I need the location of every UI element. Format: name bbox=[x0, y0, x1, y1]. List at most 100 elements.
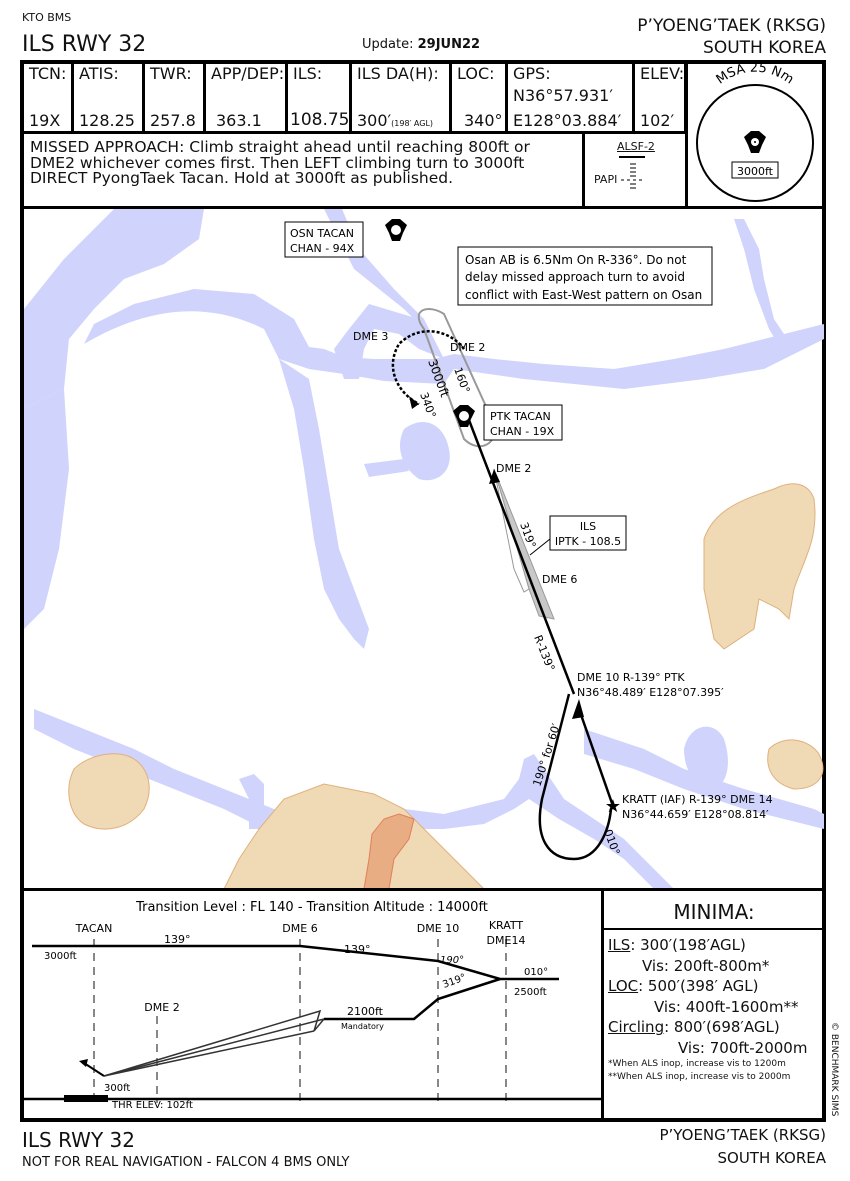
loc-minima: LOC: 500′(398′ AGL) bbox=[608, 976, 807, 997]
fix-dme6: DME 6 bbox=[282, 922, 317, 935]
gps-lat: N36°57.931′ bbox=[513, 86, 613, 105]
update-label: Update: bbox=[362, 37, 414, 52]
ptk-tacan-label: PTK TACAN bbox=[490, 410, 551, 423]
fix-kratt: KRATT bbox=[489, 919, 524, 932]
fix-dme14: DME14 bbox=[487, 934, 526, 947]
lighting-box: ALSF-2 PAPI bbox=[585, 134, 685, 206]
papi-label: PAPI bbox=[594, 173, 618, 186]
threshold-elevation: THR ELEV: 102ft bbox=[111, 1100, 193, 1111]
divider bbox=[685, 60, 688, 208]
app-dep-label: APP/DEP: bbox=[211, 64, 285, 83]
ils-box-ident: IPTK - 108.5 bbox=[555, 535, 621, 548]
ils-box-label: ILS bbox=[580, 520, 596, 533]
msa-circle: MSA 25 Nm 3000ft bbox=[696, 63, 814, 202]
transition-info: Transition Level : FL 140 - Transition A… bbox=[135, 900, 488, 915]
circling-minima-value: : 800′(698′AGL) bbox=[664, 1018, 780, 1036]
ils-vis: Vis: 200ft-800m* bbox=[642, 956, 770, 975]
fix-tacan: TACAN bbox=[75, 922, 113, 935]
osan-note-3: conflict with East-West pattern on Osan bbox=[465, 288, 702, 302]
twr-label: TWR: bbox=[150, 64, 192, 83]
chart-frame bbox=[20, 60, 826, 1122]
brand-label: KTO BMS bbox=[22, 11, 72, 24]
loc-value: 340° bbox=[464, 111, 503, 130]
dme6-label: DME 6 bbox=[542, 573, 577, 586]
ils-minima-label: ILS bbox=[608, 936, 631, 954]
msa-altitude: 3000ft bbox=[737, 165, 774, 178]
footer-title: ILS RWY 32 bbox=[22, 1128, 135, 1152]
atis-label: ATIS: bbox=[79, 64, 119, 83]
page-title: ILS RWY 32 bbox=[22, 32, 147, 57]
hold-outbound-label: 340° bbox=[417, 391, 438, 420]
loc-cell: LOC: 340° bbox=[452, 60, 508, 132]
localizer-feather bbox=[493, 468, 555, 620]
minima-list: ILS: 300′(198′AGL) Vis: 200ft-800m* LOC:… bbox=[608, 935, 807, 1084]
ils-minima: ILS: 300′(198′AGL) bbox=[608, 935, 807, 956]
divider bbox=[604, 928, 824, 930]
fix-dme10: DME 10 bbox=[417, 922, 459, 935]
papi-icon bbox=[621, 163, 645, 189]
course-319: 319° bbox=[441, 972, 467, 991]
profile-view: Transition Level : FL 140 - Transition A… bbox=[24, 900, 601, 1111]
msa-title: MSA 25 Nm bbox=[714, 63, 797, 88]
airport-name: P’YOENG’TAEK (RKSG) bbox=[637, 16, 826, 36]
circling-vis: Vis: 700ft-2000m bbox=[678, 1038, 808, 1057]
footer-country: SOUTH KOREA bbox=[717, 1149, 826, 1167]
alt-2100: 2100ft bbox=[347, 1005, 384, 1018]
circling-minima-label: Circling bbox=[608, 1018, 665, 1036]
footer-airport: P’YOENG’TAEK (RKSG) bbox=[659, 1126, 826, 1144]
missed-approach-text: MISSED APPROACH: Climb straight ahead un… bbox=[30, 138, 530, 187]
gps-cell: GPS: N36°57.931′ E128°03.884′ bbox=[508, 60, 635, 132]
plan-view-map: ★ OSN TACAN CHAN - 94X Osan AB is 6.5Nm … bbox=[24, 209, 824, 889]
missed-line-1: MISSED APPROACH: Climb straight ahead un… bbox=[30, 138, 530, 156]
gps-label: GPS: bbox=[513, 64, 551, 83]
ils-minima-value: : 300′(198′AGL) bbox=[630, 936, 746, 954]
elev-value: 102′ bbox=[640, 111, 675, 130]
twr-cell: TWR: 257.8 bbox=[145, 60, 206, 132]
approach-track bbox=[462, 406, 616, 861]
ils-cell: ILS: 108.75 bbox=[288, 60, 352, 132]
profile-path bbox=[24, 944, 601, 1101]
tacan-icon bbox=[744, 131, 766, 153]
dme2-label: DME 2 bbox=[496, 462, 531, 475]
copyright: © BENCHMARK SIMS bbox=[829, 1022, 839, 1117]
minima-title: MINIMA: bbox=[673, 900, 755, 924]
minima-note-1: *When ALS inop, increase vis to 1200m bbox=[608, 1059, 786, 1069]
dme3-label: DME 3 bbox=[353, 330, 388, 343]
terrain-features bbox=[68, 483, 824, 889]
ptk-tacan-chan: CHAN - 19X bbox=[490, 425, 555, 438]
divider bbox=[24, 888, 826, 891]
missed-line-3: DIRECT PyongTaek Tacan. Hold at 3000ft a… bbox=[30, 169, 454, 187]
kratt-coords: N36°44.659′ E128°08.814′ bbox=[622, 808, 769, 821]
loc-label: LOC: bbox=[457, 64, 495, 83]
fix-dme2: DME 2 bbox=[144, 1001, 179, 1014]
tcn-cell: TCN: 19X bbox=[24, 60, 74, 132]
ils-value: 108.75 bbox=[290, 110, 350, 130]
app-dep-value: 363.1 bbox=[216, 111, 262, 130]
ils-da-agl: (198′ AGL) bbox=[391, 119, 434, 128]
kratt-label: KRATT (IAF) R-139° DME 14 bbox=[622, 793, 773, 806]
loc-minima-value: : 500′(398′ AGL) bbox=[638, 977, 759, 995]
loc-minima-label: LOC bbox=[608, 977, 639, 995]
kratt-star-icon: ★ bbox=[605, 796, 621, 817]
minima-note-2: **When ALS inop, increase vis to 2000m bbox=[608, 1072, 791, 1082]
glideslope bbox=[103, 1009, 325, 1077]
approach-light-bar bbox=[619, 156, 645, 158]
loc-vis: Vis: 400ft-1600m** bbox=[654, 997, 799, 1016]
elev-label: ELEV: bbox=[640, 64, 685, 83]
divider bbox=[24, 206, 826, 209]
osn-tacan-chan: CHAN - 94X bbox=[290, 242, 355, 255]
alt-3000: 3000ft bbox=[44, 951, 77, 962]
tcn-label: TCN: bbox=[29, 64, 67, 83]
water-features bbox=[24, 209, 824, 889]
osan-note-2: delay missed approach turn to avoid bbox=[465, 270, 685, 284]
osan-note-1: Osan AB is 6.5Nm On R-336°. Do not bbox=[465, 253, 687, 267]
course-010: 010° bbox=[524, 967, 548, 978]
osn-tacan-icon bbox=[385, 219, 407, 241]
ptk-tacan-icon bbox=[453, 405, 475, 427]
dme10-coords: N36°48.489′ E128°07.395′ bbox=[577, 686, 724, 699]
runway-bar bbox=[64, 1095, 108, 1102]
elev-cell: ELEV: 102′ bbox=[635, 60, 687, 132]
update-date: 29JUN22 bbox=[417, 37, 481, 52]
ils-da-cell: ILS DA(H): 300′(198′ AGL) bbox=[352, 60, 452, 132]
hold-dme2-label: DME 2 bbox=[450, 341, 485, 354]
